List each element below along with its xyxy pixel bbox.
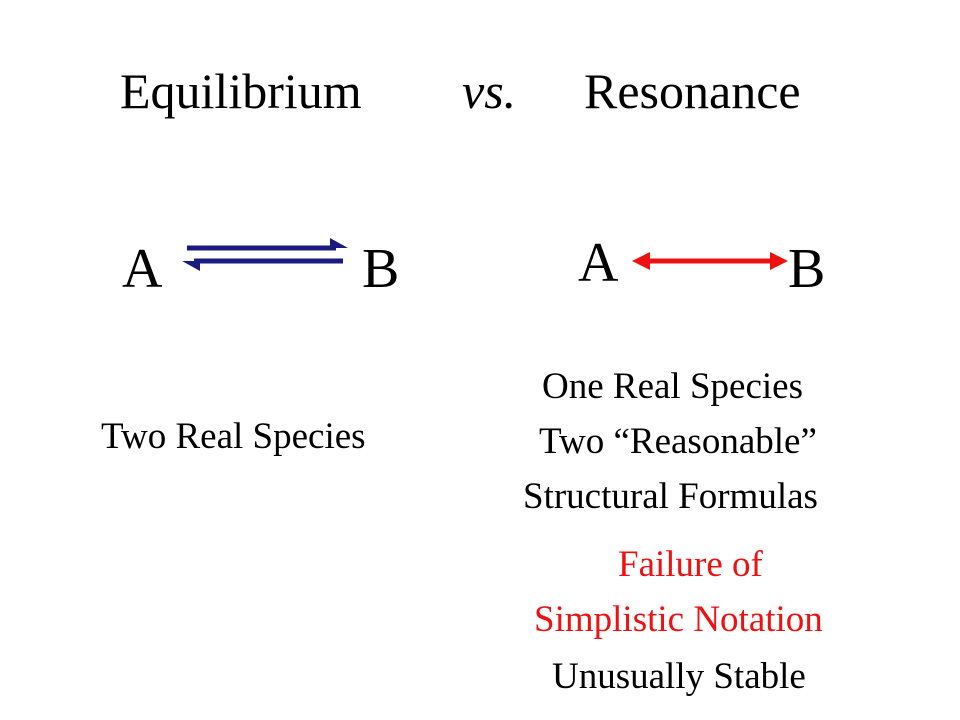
title-vs: vs. (462, 63, 517, 119)
title-resonance: Resonance (584, 63, 801, 119)
resonance-line-1: One Real Species (542, 366, 803, 407)
title-equilibrium: Equilibrium (120, 63, 362, 119)
failure-line-1: Failure of (618, 544, 763, 585)
resonance-species-a: A (578, 232, 619, 294)
resonance-line-2: Two “Reasonable” (539, 421, 817, 462)
resonance-final-line: Unusually Stable (552, 656, 806, 697)
failure-line-2: Simplistic Notation (534, 599, 823, 640)
double-headed-arrow-icon (632, 252, 788, 270)
equilibrium-arrows-icon (182, 238, 348, 271)
resonance-species-b: B (788, 238, 826, 300)
equilibrium-species-a: A (122, 238, 163, 300)
equilibrium-caption: Two Real Species (101, 416, 366, 457)
resonance-line-3: Structural Formulas (523, 476, 818, 517)
equilibrium-species-b: B (362, 238, 400, 300)
